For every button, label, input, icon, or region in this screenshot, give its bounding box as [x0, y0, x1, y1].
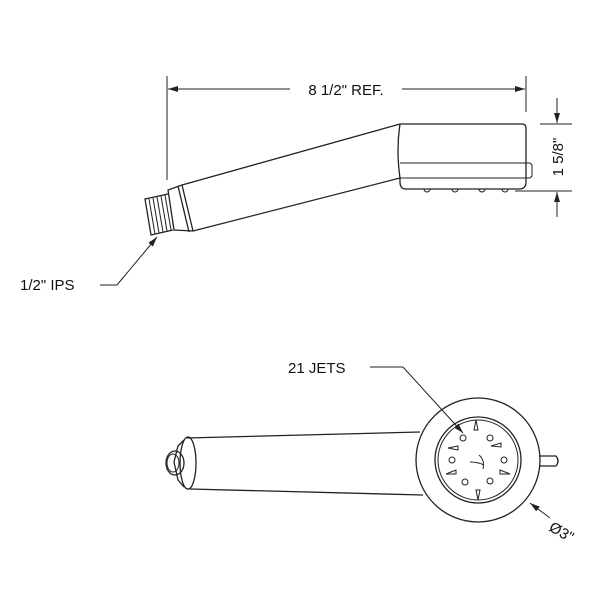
hex-nut-front [173, 439, 185, 488]
spray-head [415, 397, 541, 523]
head-tab-front [539, 455, 559, 467]
handle-end [179, 436, 197, 490]
threaded-fitting [144, 193, 174, 236]
collar [177, 184, 194, 233]
connection-leader [100, 236, 158, 286]
diameter-leader [529, 502, 551, 519]
head-tab [529, 162, 533, 179]
spray-face-outer [434, 416, 522, 504]
handle-outline [181, 123, 527, 232]
connection-label: 1/2" IPS [20, 277, 75, 294]
fitting-bore [166, 453, 180, 473]
overall-length-label: 8 1/2" REF. [308, 82, 383, 99]
front-view: 21 JETS Ø3" [165, 360, 576, 546]
handle-body [186, 431, 424, 496]
jets [445, 419, 511, 501]
jets-label: 21 JETS [288, 360, 346, 377]
jets-leader [370, 366, 464, 434]
fitting-end [165, 450, 185, 476]
hex-nut [167, 184, 194, 232]
diameter-label: Ø3" [546, 519, 576, 546]
head-joint [397, 123, 401, 179]
threads [148, 194, 172, 235]
side-view: 8 1/2" REF. 1 5/8" 1/2" IPS [20, 76, 572, 294]
head-height-label: 1 5/8" [550, 138, 567, 177]
nozzles [423, 188, 509, 193]
